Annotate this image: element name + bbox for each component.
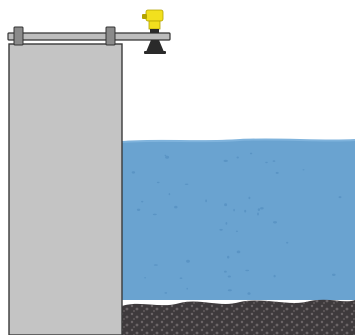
water-speck [236,156,239,159]
sensor-housing-neck [148,20,161,30]
sensor-cable-gland [142,14,147,19]
water-speck [165,155,170,159]
water-speck [227,255,230,259]
radar-level-sensor-icon [142,9,166,54]
water-speck [235,230,238,233]
water-speck [224,270,227,273]
water-speck [248,196,251,200]
concrete-wall [8,43,123,335]
water-speck [273,221,277,224]
water-speck [275,171,279,174]
water-speck [184,183,189,185]
water-speck [249,152,253,155]
water-speck [227,289,232,292]
water-speck [131,171,136,174]
water-speck [136,208,141,211]
water-speck [152,213,157,216]
water-speck [286,241,289,244]
water-speck [144,277,147,279]
water-speck [272,160,276,162]
water-speck [244,209,247,213]
water-speck [257,212,259,216]
water-speck [236,250,241,254]
water-body [122,139,355,300]
water-speck [186,259,190,263]
sensor-horn-lip [144,51,166,54]
clamp-left-icon [13,26,24,46]
water-speck [164,154,167,156]
water-speck [205,199,208,203]
water-speck [225,222,228,225]
water-speck [233,208,235,212]
water-speck [247,292,251,295]
water-speck [179,277,183,280]
water-speck [260,207,264,210]
water-speck [156,181,160,184]
water-speck [338,196,342,199]
water-speck [223,159,228,162]
water-speck [141,200,144,203]
sensor-flange [150,29,159,33]
water-speck [153,264,158,266]
sediment-texture [122,299,355,335]
water-speck [257,208,261,211]
mounting-rail [7,32,171,41]
water-speck [219,228,223,231]
water-speck [332,273,336,276]
water-speck [186,287,188,290]
water-speck [245,269,250,272]
sensor-horn-antenna [146,40,164,52]
water-speck [164,292,168,294]
water-speck [224,203,228,207]
sensor-housing-top [145,9,164,22]
water-speck [227,275,231,278]
water-speck [265,161,268,164]
water-speck [302,169,305,171]
water-speck [273,274,276,278]
water-speck [168,193,171,196]
water-speckles [131,152,342,295]
water-speck [174,205,178,209]
clamp-right-icon [105,26,116,46]
water-surface-line [121,138,355,143]
